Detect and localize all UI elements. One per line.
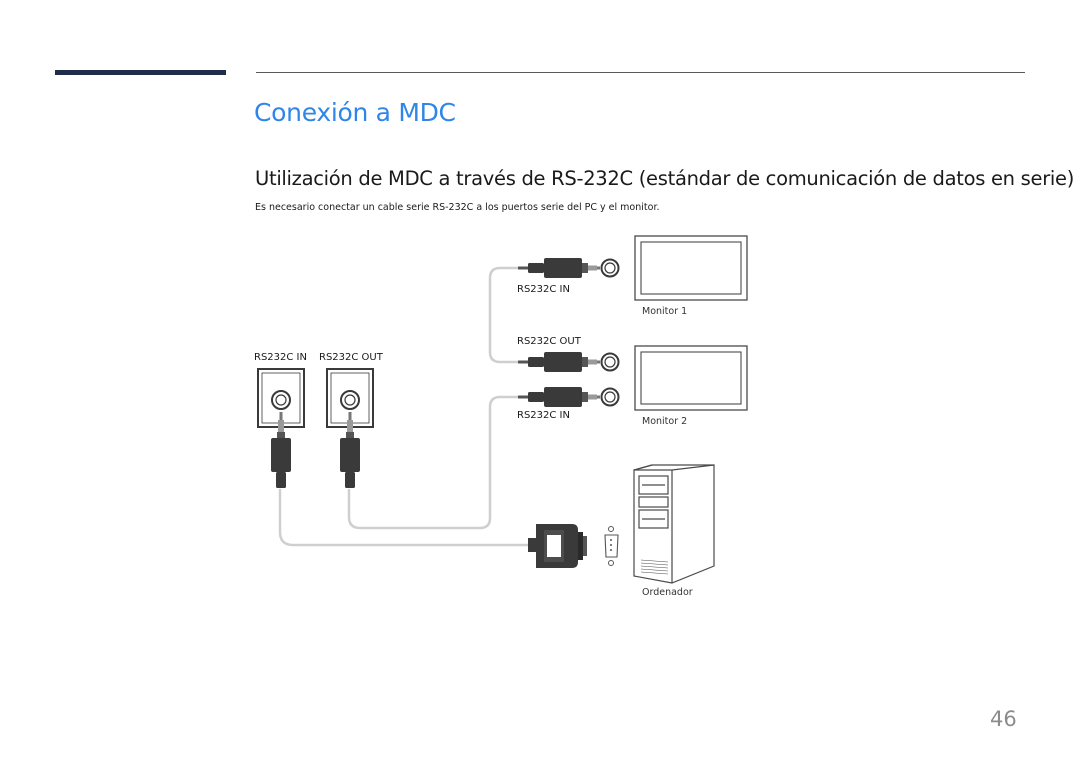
label-adapter-rs232c-out: RS232C OUT — [319, 352, 383, 363]
label-ordenador: Ordenador — [642, 587, 693, 598]
jack-monitor2-out — [600, 352, 620, 372]
section-marker-bar — [55, 70, 226, 75]
computer-tower — [633, 464, 715, 584]
plug-adapter-in — [271, 412, 291, 488]
section-heading: Utilización de MDC a través de RS-232C (… — [255, 167, 1075, 190]
label-monitor-1: Monitor 1 — [642, 306, 688, 317]
label-monitor-2: Monitor 2 — [642, 416, 688, 427]
cables — [278, 266, 530, 547]
plug-monitor1-in — [518, 258, 600, 278]
monitor-2 — [634, 345, 748, 411]
plug-monitor2-out — [518, 352, 600, 372]
pc-serial-port — [604, 526, 619, 566]
page-number: 46 — [990, 707, 1017, 731]
monitor-1 — [634, 235, 748, 301]
serial-db9-connector — [528, 524, 587, 568]
jack-monitor2-in — [600, 387, 620, 407]
header-rule — [256, 72, 1025, 73]
page-title: Conexión a MDC — [254, 98, 456, 127]
label-adapter-rs232c-in: RS232C IN — [254, 352, 307, 363]
plug-adapter-out — [340, 412, 360, 488]
jack-monitor1-in — [600, 258, 620, 278]
label-monitor2-rs232c-in: RS232C IN — [517, 410, 570, 421]
plug-monitor2-in — [518, 387, 600, 407]
label-monitor1-rs232c-in: RS232C IN — [517, 284, 570, 295]
intro-text: Es necesario conectar un cable serie RS-… — [255, 202, 660, 213]
label-monitor2-rs232c-out: RS232C OUT — [517, 336, 581, 347]
